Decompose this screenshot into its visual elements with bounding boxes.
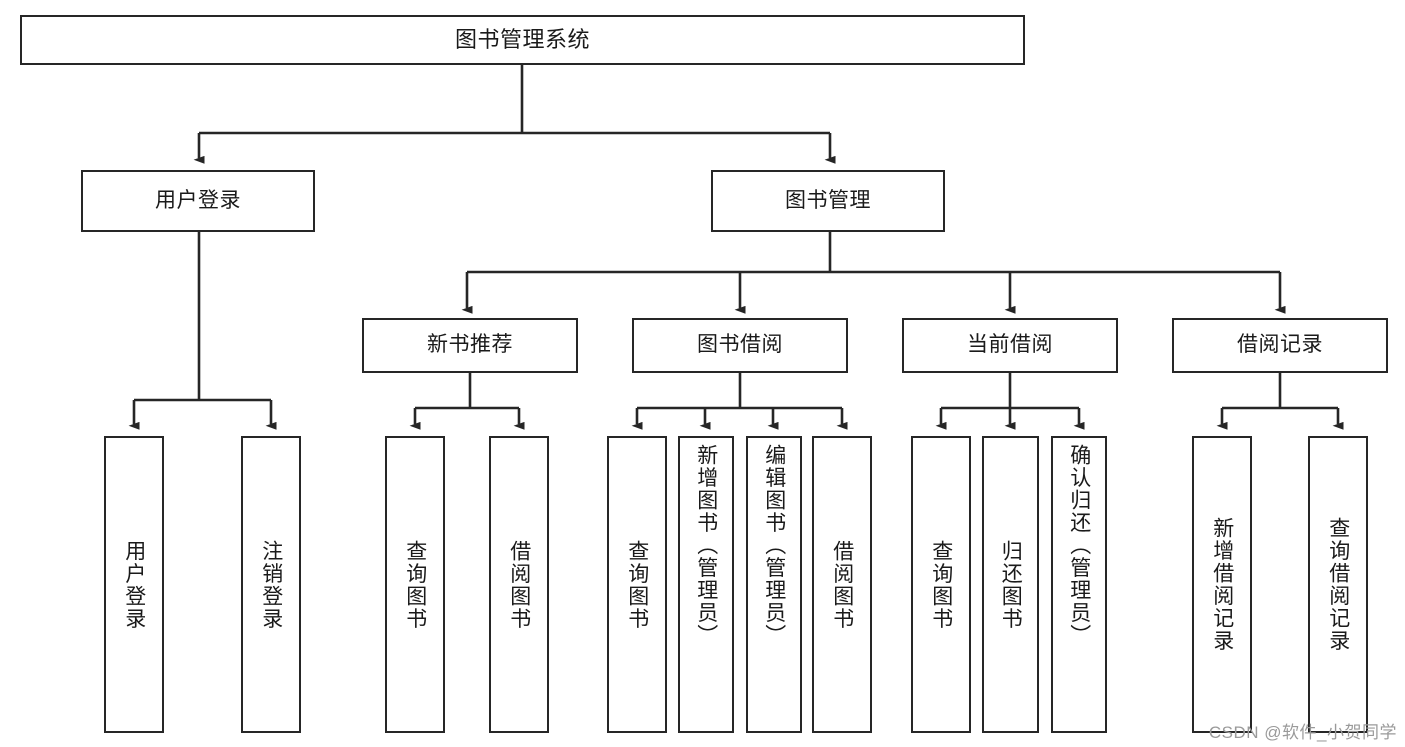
leaf-user-login[interactable]: 用户登录 <box>104 436 164 733</box>
leaf-return-book-label: 归还图书 <box>999 539 1023 630</box>
leaf-add-record[interactable]: 新增借阅记录 <box>1192 436 1252 733</box>
leaf-add-record-label: 新增借阅记录 <box>1210 517 1234 652</box>
leaf-query-book-a-label: 查询图书 <box>403 539 427 630</box>
leaf-return-book[interactable]: 归还图书 <box>982 436 1039 733</box>
leaf-query-book-c-label: 查询图书 <box>929 539 953 630</box>
node-borrow-record[interactable]: 借阅记录 <box>1172 318 1388 373</box>
leaf-borrow-book-a[interactable]: 借阅图书 <box>489 436 549 733</box>
leaf-add-book[interactable]: 新增图书（管理员） <box>678 436 734 733</box>
leaf-query-record-label: 查询借阅记录 <box>1326 517 1350 652</box>
leaf-add-book-label: 新增图书（管理员） <box>694 444 718 647</box>
node-new-book-rec[interactable]: 新书推荐 <box>362 318 578 373</box>
node-root[interactable]: 图书管理系统 <box>20 15 1025 65</box>
leaf-edit-book[interactable]: 编辑图书（管理员） <box>746 436 802 733</box>
node-new-book-rec-label: 新书推荐 <box>427 333 513 357</box>
node-user-login-label: 用户登录 <box>155 188 241 212</box>
leaf-query-book-c[interactable]: 查询图书 <box>911 436 971 733</box>
leaf-borrow-book-b-label: 借阅图书 <box>830 539 854 630</box>
node-root-label: 图书管理系统 <box>454 27 590 53</box>
leaf-logout[interactable]: 注销登录 <box>241 436 301 733</box>
node-book-manage-label: 图书管理 <box>785 188 871 212</box>
leaf-borrow-book-b[interactable]: 借阅图书 <box>812 436 872 733</box>
node-book-borrow[interactable]: 图书借阅 <box>632 318 848 373</box>
leaf-logout-label: 注销登录 <box>259 539 283 630</box>
watermark: CSDN @软件_小贺同学 <box>1208 723 1397 742</box>
leaf-confirm-return[interactable]: 确认归还（管理员） <box>1051 436 1107 733</box>
leaf-edit-book-label: 编辑图书（管理员） <box>762 444 786 647</box>
leaf-user-login-label: 用户登录 <box>122 539 146 630</box>
leaf-confirm-return-label: 确认归还（管理员） <box>1067 444 1091 647</box>
leaf-query-book-b[interactable]: 查询图书 <box>607 436 667 733</box>
leaf-borrow-book-a-label: 借阅图书 <box>507 539 531 630</box>
leaf-query-book-a[interactable]: 查询图书 <box>385 436 445 733</box>
node-current-borrow-label: 当前借阅 <box>967 333 1053 357</box>
node-book-manage[interactable]: 图书管理 <box>711 170 945 232</box>
node-book-borrow-label: 图书借阅 <box>697 333 783 357</box>
node-borrow-record-label: 借阅记录 <box>1237 333 1323 357</box>
node-current-borrow[interactable]: 当前借阅 <box>902 318 1118 373</box>
leaf-query-book-b-label: 查询图书 <box>625 539 649 630</box>
leaf-query-record[interactable]: 查询借阅记录 <box>1308 436 1368 733</box>
node-user-login[interactable]: 用户登录 <box>81 170 315 232</box>
